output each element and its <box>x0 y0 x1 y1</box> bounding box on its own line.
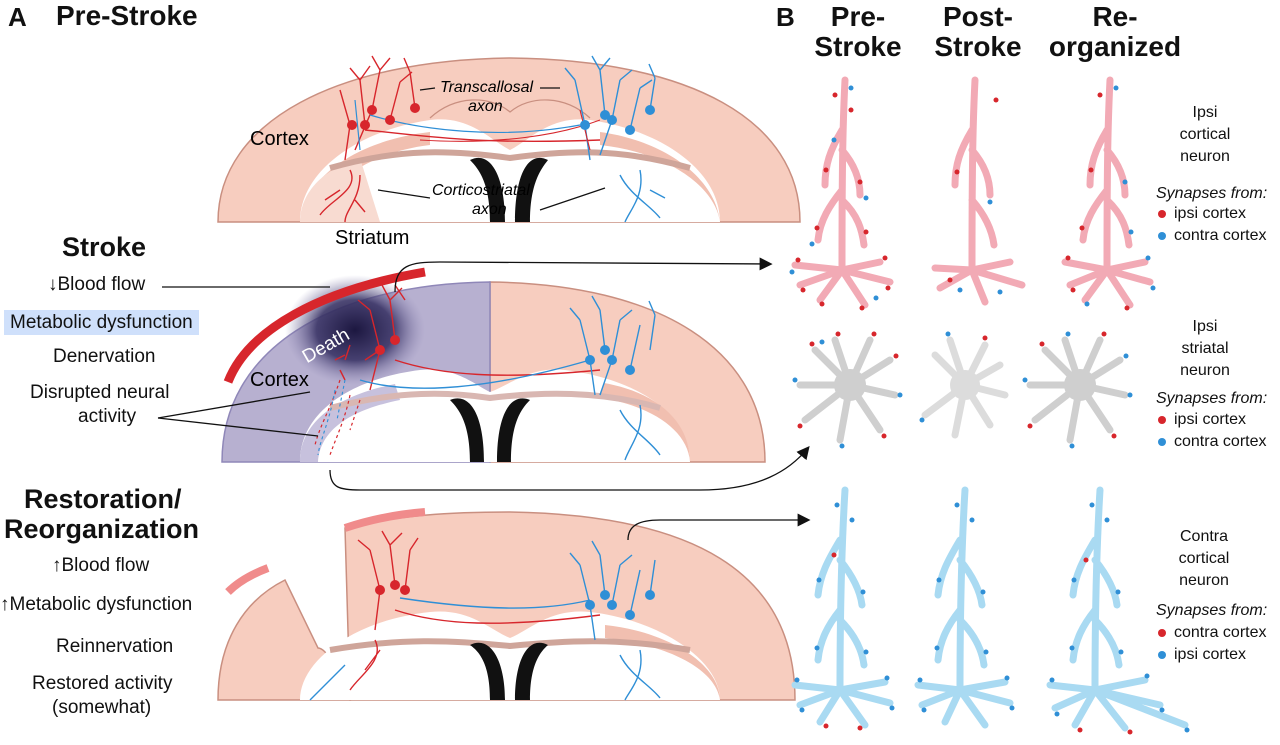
neuron-ipsi-cortical-post <box>931 76 1026 306</box>
restore-item-activity-2: (somewhat) <box>52 697 152 718</box>
neuron-ipsi-striatal-reorg <box>1022 331 1133 449</box>
connector-lines <box>157 257 811 541</box>
neuron-ipsi-striatal-post <box>919 331 1009 439</box>
row3-neuron-line3: neuron <box>1179 572 1229 589</box>
restore-item-activity-1: Restored activity <box>32 673 173 694</box>
brain-restoration <box>217 508 796 701</box>
stroke-item-blood-flow-label: Blood flow <box>57 274 146 295</box>
label-corticostriatal-2: axon <box>472 201 507 218</box>
red-dot-icon <box>1158 209 1166 218</box>
row1-neuron-line1: Ipsi <box>1192 104 1218 121</box>
label-transcallosal-1: Transcallosal <box>440 79 534 96</box>
column-head-pre-stroke-line1: Pre- <box>830 1 886 32</box>
restoration-title-2: Reorganization <box>4 514 200 544</box>
panel-b-letter: B <box>776 2 795 32</box>
row1-legend-ipsi: ipsi cortex <box>1158 205 1246 223</box>
restore-item-metabolic: ↑Metabolic dysfunction <box>0 594 192 616</box>
row2-neuron-line3: neuron <box>1180 362 1230 379</box>
row1-legend-contra-label: contra cortex <box>1174 227 1267 244</box>
label-transcallosal-2: axon <box>468 98 503 115</box>
restore-item-metabolic-label: Metabolic dysfunction <box>9 594 193 615</box>
stroke-item-disrupted-2: activity <box>78 406 137 427</box>
column-head-reorganized-line2: organized <box>1048 31 1182 62</box>
row1-legend-ipsi-label: ipsi cortex <box>1174 205 1247 222</box>
neuron-contra-cortical-pre <box>791 486 895 731</box>
brain-prestroke <box>217 55 801 223</box>
arrow-up-icon: ↑ <box>52 555 62 576</box>
blue-dot-icon <box>1158 650 1166 659</box>
row1-neuron-line2: cortical <box>1179 126 1231 143</box>
label-cortex-top: Cortex <box>250 128 309 150</box>
row2-legend-ipsi-label: ipsi cortex <box>1174 411 1247 428</box>
restore-item-blood-flow-label: Blood flow <box>61 555 150 576</box>
stroke-item-denervation: Denervation <box>53 346 156 367</box>
blue-dot-icon <box>1158 231 1166 240</box>
row3-legend-contra: contra cortex <box>1158 624 1266 642</box>
column-head-reorganized: Re- organized <box>1040 2 1190 62</box>
row3-neuron-line2: cortical <box>1178 550 1230 567</box>
neuron-contra-cortical-post <box>914 486 1015 729</box>
row1-legend-contra: contra cortex <box>1158 227 1266 245</box>
arrow-down-icon: ↓ <box>48 274 58 295</box>
restoration-title-1: Restoration/ <box>24 484 182 514</box>
red-dot-icon <box>1158 415 1166 424</box>
row3-legend-contra-label: contra cortex <box>1174 624 1267 641</box>
label-cortex-mid: Cortex <box>250 369 309 391</box>
column-head-post-stroke-line2: Stroke <box>934 31 1022 62</box>
restore-item-blood-flow: ↑Blood flow <box>52 555 149 577</box>
row2-legend-contra-label: contra cortex <box>1174 433 1267 450</box>
blue-dot-icon <box>1158 437 1166 446</box>
column-head-post-stroke-line1: Post- <box>943 1 1013 32</box>
column-head-pre-stroke-line2: Stroke <box>814 31 902 62</box>
row2-legend-ipsi: ipsi cortex <box>1158 411 1246 429</box>
row2-legend-contra: contra cortex <box>1158 433 1266 451</box>
column-head-pre-stroke: Pre- Stroke <box>808 2 908 62</box>
brain-stroke <box>221 267 766 463</box>
stroke-title: Stroke <box>62 232 147 262</box>
panel-a-title: Pre-Stroke <box>56 0 198 31</box>
row3-legend-ipsi: ipsi cortex <box>1158 646 1246 664</box>
row3-neuron-label: Contra cortical neuron <box>1164 526 1244 592</box>
row3-legend-ipsi-label: ipsi cortex <box>1174 646 1247 663</box>
arrow-up-icon: ↑ <box>0 594 10 615</box>
stroke-item-metabolic: Metabolic dysfunction <box>4 310 199 335</box>
stroke-item-blood-flow: ↓Blood flow <box>48 274 145 296</box>
row2-synapses-title: Synapses from: <box>1156 390 1268 407</box>
restore-item-reinnervation: Reinnervation <box>56 636 174 657</box>
neuron-ipsi-striatal-pre <box>792 331 903 449</box>
row1-neuron-line3: neuron <box>1180 148 1230 165</box>
label-striatum: Striatum <box>335 227 409 249</box>
row2-neuron-line2: striatal <box>1181 340 1229 357</box>
label-corticostriatal-1: Corticostriatal <box>432 182 530 199</box>
column-head-reorganized-line1: Re- <box>1092 1 1138 32</box>
neuron-ipsi-cortical-reorg <box>1061 76 1156 311</box>
row2-neuron-label: Ipsi striatal neuron <box>1170 316 1240 382</box>
panel-a-letter: A <box>8 2 27 32</box>
row2-neuron-line1: Ipsi <box>1192 318 1218 335</box>
red-dot-icon <box>1158 628 1166 637</box>
neuron-contra-cortical-reorg <box>1046 486 1190 735</box>
neuron-ipsi-cortical-pre <box>789 76 894 311</box>
row1-synapses-title: Synapses from: <box>1156 185 1268 202</box>
row1-neuron-label: Ipsi cortical neuron <box>1170 102 1240 168</box>
column-head-post-stroke: Post- Stroke <box>928 2 1028 62</box>
row3-synapses-title: Synapses from: <box>1156 602 1268 619</box>
row3-neuron-line1: Contra <box>1179 528 1229 545</box>
stroke-item-metabolic-label: Metabolic dysfunction <box>4 310 199 335</box>
stroke-item-disrupted-1: Disrupted neural <box>30 382 170 403</box>
